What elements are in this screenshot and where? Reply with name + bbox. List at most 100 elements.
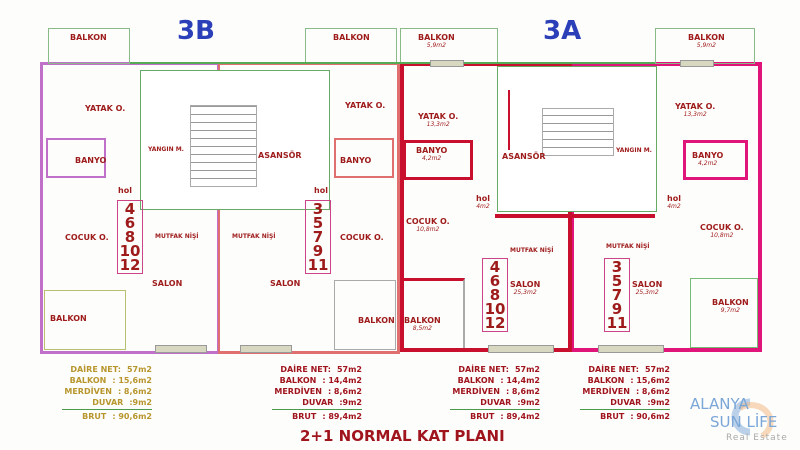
yangin-label: YANGIN M.: [148, 146, 184, 153]
top-balcony-1: [48, 28, 130, 64]
window: [488, 345, 554, 353]
summary-row: MERDİVEN : 8,6m2: [262, 386, 362, 397]
summary-duvar-label: DUVAR: [480, 398, 512, 407]
balcony-3b-left: [44, 290, 126, 350]
summary-row: MERDİVEN: 8,6m2: [52, 386, 152, 397]
summary-merdiven-label: MERDİVEN: [452, 387, 500, 396]
yatak-label: YATAK O.: [85, 104, 126, 113]
summary-duvar: :9m2: [647, 398, 670, 407]
mutfak-label: MUTFAK NİŞİ: [606, 243, 650, 250]
summary-duvar-label: DUVAR: [302, 398, 334, 407]
kitchen-wall: [495, 214, 655, 218]
mutfak-label: MUTFAK NİŞİ: [510, 247, 554, 254]
sum-arrow: [580, 409, 670, 410]
summary-merdiven: : 8,6m2: [327, 387, 362, 396]
bathroom-3a-left: [403, 140, 473, 180]
cocuk-label: COCUK O.: [65, 233, 109, 242]
summary-duvar: :9m2: [129, 398, 152, 407]
summary-row-brut: BRUT: 90,6m2: [570, 411, 670, 422]
summary-row: BALKON: 14,4m2: [440, 375, 540, 386]
staircase-3b: [190, 105, 257, 187]
summary-row: BALKON : 15,6m2: [570, 375, 670, 386]
floor-number: 5: [611, 272, 623, 290]
summary-row: DUVAR :9m2: [52, 397, 152, 408]
window: [598, 345, 664, 353]
summary-balkon-label: BALKON: [279, 376, 317, 385]
summary-row: DUVAR :9m2: [570, 397, 670, 408]
summary-duvar-label: DUVAR: [92, 398, 124, 407]
summary-brut-label: BRUT: [600, 412, 625, 421]
asansor-label: ASANSÖR: [258, 151, 302, 160]
logo-text-alanya: ALANYA: [690, 395, 749, 413]
staircase-3a: [542, 108, 614, 156]
summary-row: MERDİVEN: 8,6m2: [440, 386, 540, 397]
summary-merdiven-label: MERDİVEN: [582, 387, 630, 396]
summary-row: DAİRE NET:57m2: [52, 364, 152, 375]
summary-row: MERDİVEN : 8,6m2: [570, 386, 670, 397]
balkon-label: BALKON: [333, 33, 370, 42]
summary-row: BALKON: 15,6m2: [52, 375, 152, 386]
balcony-3a-left: [403, 278, 465, 348]
summary-merdiven-label: MERDİVEN: [64, 387, 112, 396]
floor-number: 7: [611, 286, 623, 304]
yatak-label: YATAK O.: [345, 101, 386, 110]
summary-row: DUVAR:9m2: [262, 397, 362, 408]
summary-row-brut: BRUT: 90,6m2: [52, 411, 152, 422]
summary-brut-label: BRUT: [292, 412, 317, 421]
bathroom-3b-right: [334, 138, 394, 178]
window: [155, 345, 207, 353]
logo-subtitle: Real Estate: [726, 433, 788, 443]
window: [240, 345, 292, 353]
salon-label: SALON: [152, 279, 183, 288]
summary-brut-label: BRUT: [470, 412, 495, 421]
balcony-3b-right: [334, 280, 396, 350]
mutfak-label: MUTFAK NİŞİ: [155, 233, 199, 240]
summary-brut: : 89,4m2: [500, 412, 540, 421]
floor-number: 11: [606, 314, 628, 332]
summary-daire-label: DAİRE NET:: [588, 365, 639, 374]
balkon-label: BALKON: [50, 314, 87, 323]
floor-number: 9: [611, 300, 623, 318]
summary-daire: 57m2: [514, 365, 540, 374]
floor-number: 6: [124, 214, 136, 232]
hol-label: hol: [118, 186, 132, 195]
sum-arrow: [450, 409, 540, 410]
summary-balkon: : 15,6m2: [630, 376, 670, 385]
summary-row: DAİRE NET:57m2: [262, 364, 362, 375]
floor-number: 10: [484, 300, 506, 318]
floor-number: 10: [119, 242, 141, 260]
sum-arrow: [62, 409, 152, 410]
floor-number: 11: [307, 256, 329, 274]
window: [430, 60, 464, 67]
salon-label: SALON: [270, 279, 301, 288]
floor-number: 4: [489, 258, 501, 276]
bedroom-wall: [400, 90, 510, 150]
facade-line: [130, 62, 655, 64]
summary-duvar-label: DUVAR: [610, 398, 642, 407]
summary-merdiven-label: MERDİVEN: [274, 387, 322, 396]
summary-row: DAİRE NET:57m2: [570, 364, 670, 375]
banyo-label: BANYO: [340, 156, 372, 165]
summary-daire: 57m2: [336, 365, 362, 374]
summary-balkon-label: BALKON: [587, 376, 625, 385]
cocuk-label: COCUK O.10,8m2: [406, 217, 450, 233]
window: [680, 60, 714, 67]
summary-merdiven: : 8,6m2: [635, 387, 670, 396]
sum-arrow: [272, 409, 362, 410]
floor-number: 9: [312, 242, 324, 260]
yatak-label: YATAK O.13,3m2: [675, 102, 716, 118]
floor-number: 7: [312, 228, 324, 246]
summary-balkon: : 14,4m2: [500, 376, 540, 385]
floor-number: 5: [312, 214, 324, 232]
floor-number: 4: [124, 200, 136, 218]
